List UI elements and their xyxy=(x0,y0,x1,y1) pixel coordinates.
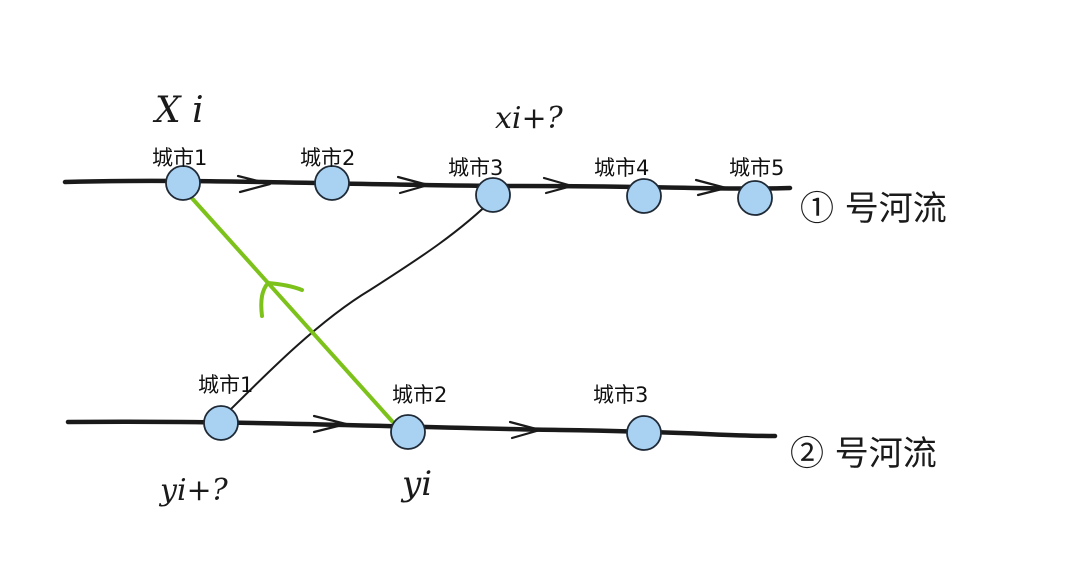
river-1-arrow xyxy=(542,176,574,195)
river-2-arrow xyxy=(312,414,348,434)
river-1-city-1-node[interactable] xyxy=(165,165,201,201)
river-1-city-4-node[interactable] xyxy=(626,178,662,214)
river-1-city-label: 城市2 xyxy=(300,146,355,170)
river-2-city-label: 城市1 xyxy=(198,373,253,397)
river-1-city-label: 城市3 xyxy=(448,156,503,180)
river-1-city-2-node[interactable] xyxy=(314,165,350,201)
highlight-arrowhead xyxy=(259,281,304,318)
river-2-label: ② 号河流 xyxy=(790,434,937,474)
river-1-arrow xyxy=(396,175,430,195)
river-1-city-5-node[interactable] xyxy=(737,180,773,216)
river-2-city-label: 城市2 xyxy=(392,383,447,407)
river-1-city-label: 城市4 xyxy=(594,156,649,180)
river-1-arrow xyxy=(694,178,728,197)
river-2-city-label: 城市3 xyxy=(593,383,648,407)
river-1-city-label: 城市5 xyxy=(729,156,784,180)
river-2-city-1-node[interactable] xyxy=(203,405,239,441)
yi-annotation: yi xyxy=(400,464,432,504)
xi-next-annotation: xi+? xyxy=(495,101,564,136)
river-1-arrow xyxy=(236,174,272,194)
river-2-arrow xyxy=(508,420,542,440)
connector-line xyxy=(221,195,497,419)
river-1-city-label: 城市1 xyxy=(152,146,207,170)
yi-next-annotation: yi+? xyxy=(158,473,229,508)
highlight-path xyxy=(188,194,402,432)
river-1-label: ① 号河流 xyxy=(800,189,947,229)
river-1-city-3-node[interactable] xyxy=(475,177,511,213)
xi-annotation: X i xyxy=(152,90,204,131)
river-2-city-3-node[interactable] xyxy=(626,415,662,451)
river-2-city-2-node[interactable] xyxy=(390,414,426,450)
